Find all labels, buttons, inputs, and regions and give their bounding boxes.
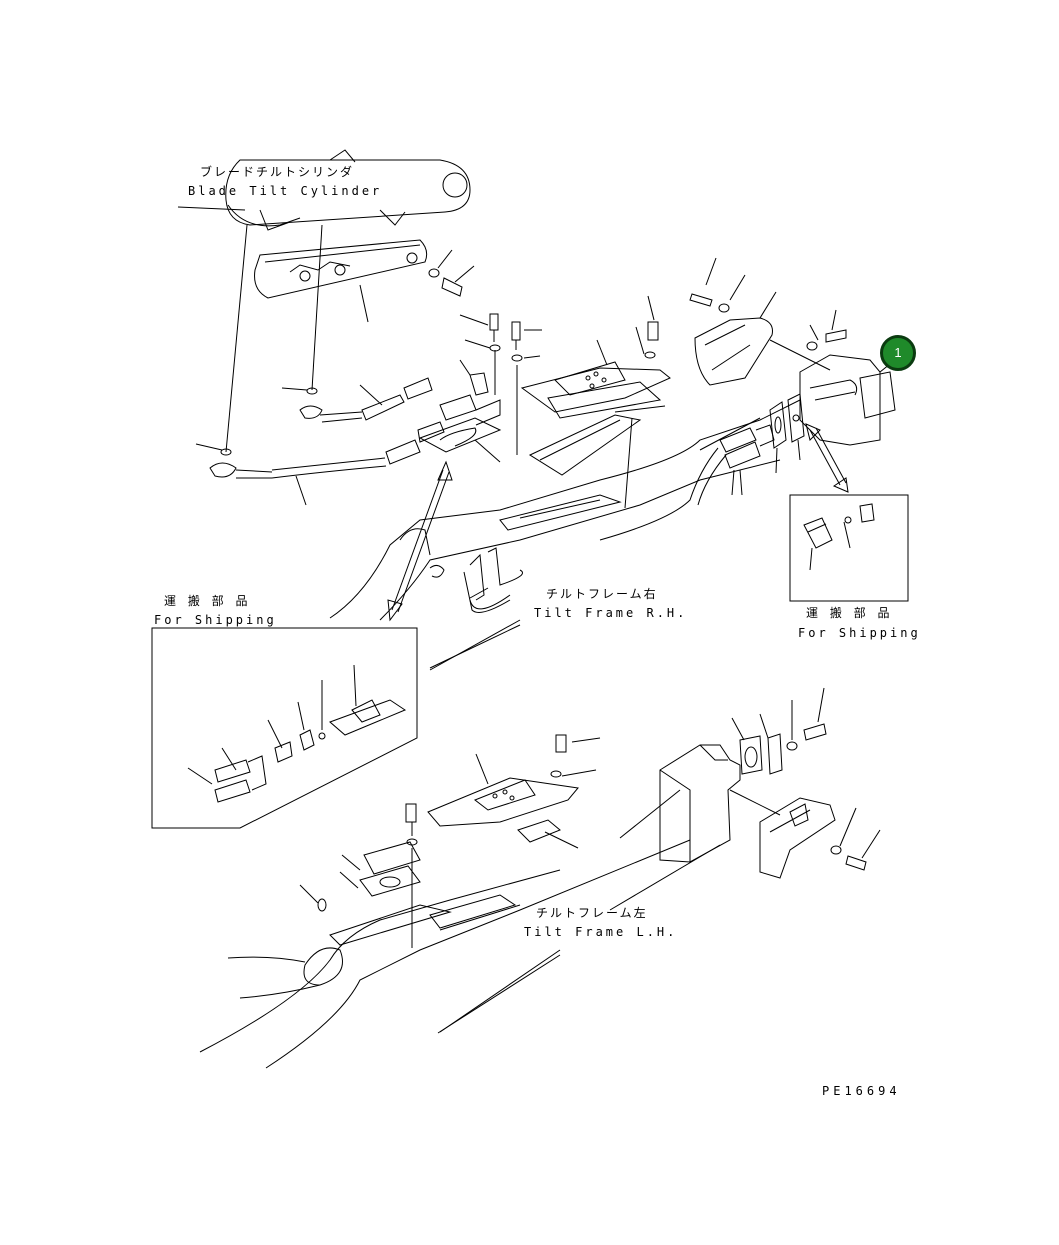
blade-tilt-cylinder <box>226 150 470 230</box>
tilt-frame-rh-jp-label: チルトフレーム右 <box>546 587 658 601</box>
lower-plate-center <box>530 406 665 508</box>
elbow-fitting <box>440 360 500 425</box>
hose-upper-left <box>300 378 432 422</box>
block-top-right <box>800 310 895 445</box>
cover-plate-center <box>522 340 670 418</box>
bolt-washer-cylinder <box>429 250 474 296</box>
shipping-left-en-label: For Shipping <box>154 613 277 627</box>
hose-rh-upper <box>600 425 774 540</box>
tilt-frame-lh-en-label: Tilt Frame L.H. <box>524 925 678 939</box>
arrow-left <box>388 462 452 620</box>
tilt-frame-rh-en-label: Tilt Frame R.H. <box>534 606 688 620</box>
bolts-middle <box>460 314 542 455</box>
flange-right <box>770 394 804 473</box>
shipping-box-left <box>152 628 417 828</box>
shipping-left-jp-label: 運 搬 部 品 <box>164 594 252 608</box>
bolt-top-right-center <box>636 296 658 358</box>
shipping-right-en-label: For Shipping <box>798 626 921 640</box>
drawing-id-label: PE16694 <box>822 1084 901 1098</box>
flange-plate <box>420 418 500 462</box>
blade-tilt-cylinder-en-label: Blade Tilt Cylinder <box>188 184 383 198</box>
cover-plate-lh <box>428 754 578 848</box>
bracket-top-right <box>690 258 830 385</box>
bracket-lh-right <box>730 688 880 878</box>
tilt-frame-lh-jp-label: チルトフレーム左 <box>536 906 648 920</box>
tilt-frame-rh <box>330 400 800 670</box>
hose-rh-center <box>464 548 523 612</box>
cylinder-cover-plate <box>255 240 427 322</box>
blade-tilt-cylinder-jp-label: ブレードチルトシリンダ <box>200 165 355 179</box>
bolts-lh <box>406 735 600 948</box>
block-lh <box>660 745 740 862</box>
shipping-box-right <box>790 495 908 601</box>
shipping-right-jp-label: 運 搬 部 品 <box>806 606 894 620</box>
callout-badge-1[interactable]: 1 <box>880 335 916 371</box>
arrow-right <box>806 424 848 492</box>
hose-lower-left <box>210 422 444 505</box>
flange-lh <box>300 842 420 911</box>
